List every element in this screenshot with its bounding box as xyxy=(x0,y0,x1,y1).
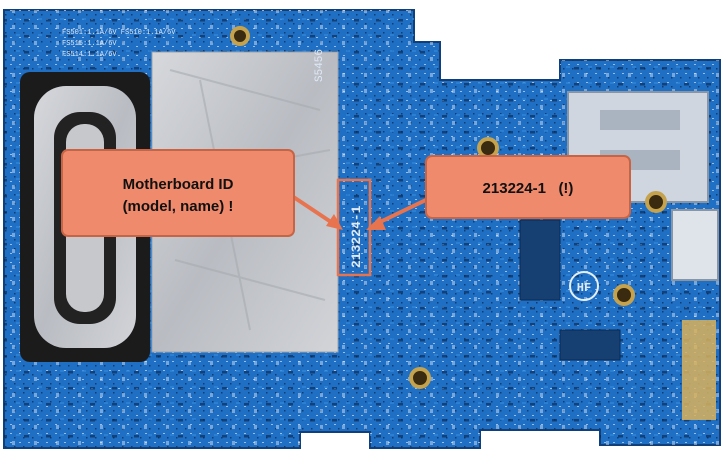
silkscreen-fuse-row1: FS501:1.1A/6V FS510:1.1A/6V xyxy=(62,29,176,37)
callout-board-number xyxy=(425,155,631,219)
silkscreen-fuse-row3: FS514:1.1A/6V xyxy=(62,51,117,59)
mounting-hole xyxy=(613,284,635,306)
callout-motherboard-id xyxy=(61,149,295,237)
side-connector xyxy=(671,209,719,281)
callout-left-line1: Motherboard ID xyxy=(123,176,234,193)
silkscreen-fuse-row2: FS515:1.1A/6V xyxy=(62,40,117,48)
hf-logo-icon xyxy=(569,271,599,301)
hf-logo-text: HF xyxy=(577,281,591,295)
arrow-right-callout xyxy=(375,196,431,226)
mounting-hole xyxy=(477,137,499,159)
mounting-hole xyxy=(409,367,431,389)
silkscreen-board-id: 213224-1 xyxy=(349,205,364,268)
ic-chip xyxy=(559,329,621,361)
arrow-left-callout xyxy=(290,194,336,226)
arrow-left-head-icon xyxy=(326,214,343,230)
arrow-right-head-icon xyxy=(366,216,386,230)
mounting-hole xyxy=(230,26,250,46)
gold-edge-pads xyxy=(682,320,716,420)
callout-left-line2: (model, name) ! xyxy=(123,198,234,215)
callout-right-label: 213224-1 (!) xyxy=(483,180,574,197)
silkscreen-vertical-code: S5456 xyxy=(314,49,326,82)
mounting-hole xyxy=(645,191,667,213)
ic-chip xyxy=(519,219,561,301)
